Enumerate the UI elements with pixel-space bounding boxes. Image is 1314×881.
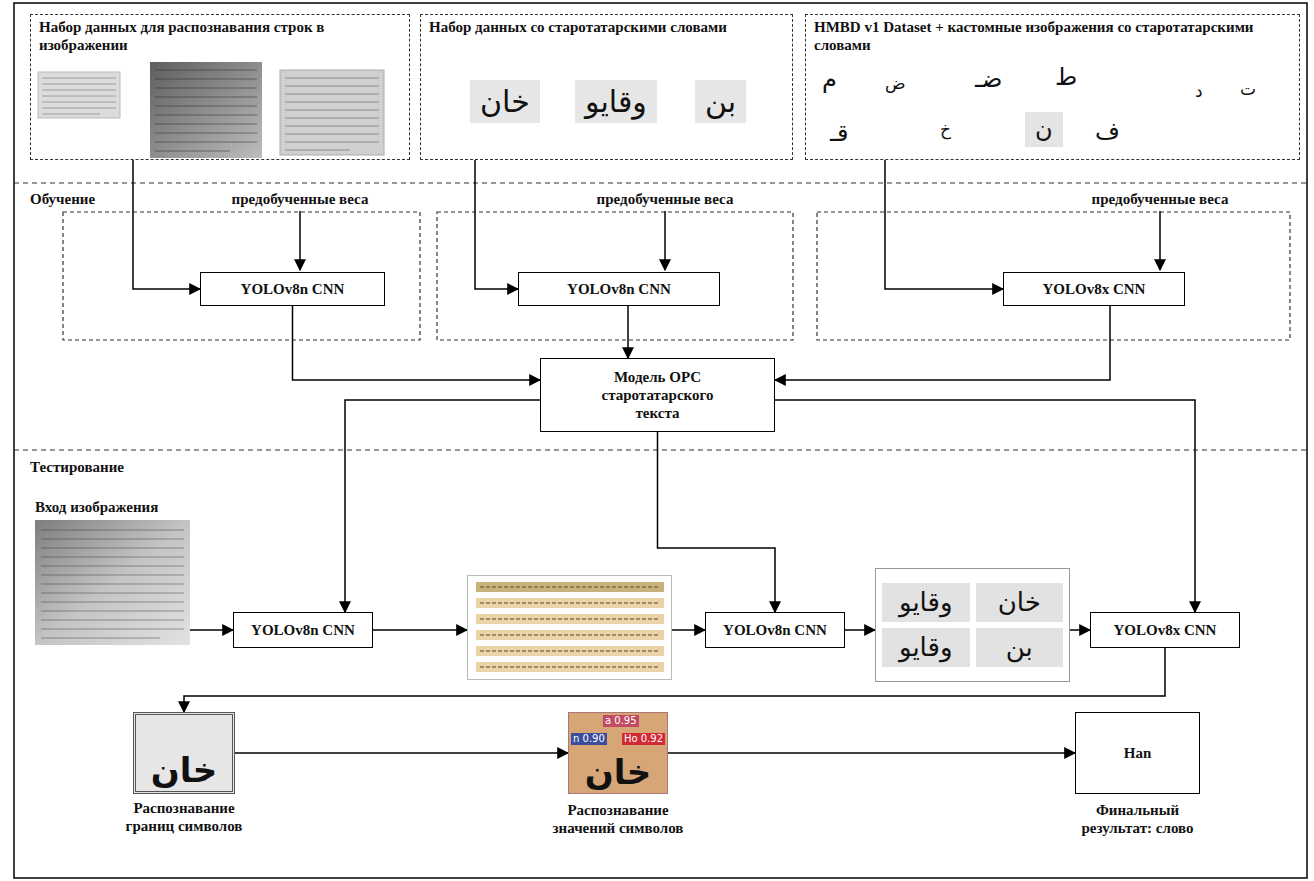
flow-arrow bbox=[475, 160, 518, 289]
arabic-word: خان bbox=[585, 752, 651, 793]
node-text: YOLOv8x CNN bbox=[1114, 621, 1217, 639]
word-sample: خان bbox=[470, 80, 540, 123]
flow-arrow bbox=[775, 306, 1110, 380]
word-crops-box: وقايوخانوقايوبن bbox=[875, 568, 1070, 682]
cnn-box: YOLOv8n CNN bbox=[705, 612, 845, 648]
weights-arrow bbox=[299, 211, 301, 270]
char-bounds-image: خانРаспознавание границ символов bbox=[133, 712, 235, 794]
flow-arrow bbox=[668, 752, 1075, 754]
result-box: HanФинальный результат: слово bbox=[1075, 712, 1200, 794]
section-divider bbox=[14, 182, 1307, 183]
word-sample: وقايو bbox=[575, 80, 657, 123]
model-box: Модель ОРС старотатарского текста bbox=[540, 358, 775, 432]
line-crop-script bbox=[480, 587, 660, 667]
flow-arrow bbox=[373, 629, 467, 631]
caption: Распознавание границ символов bbox=[109, 799, 259, 835]
node-text: YOLOv8n CNN bbox=[567, 280, 671, 298]
letter-sample: خ bbox=[940, 118, 951, 140]
flow-arrow bbox=[293, 306, 541, 380]
input-image: Вход изображения bbox=[35, 520, 190, 645]
thumbnail-lines bbox=[42, 78, 116, 114]
letter-sample: ض bbox=[885, 72, 906, 94]
letter-sample: م bbox=[822, 64, 837, 95]
arabic-word: وقايو bbox=[882, 628, 970, 667]
caption: Распознавание значений символов bbox=[543, 801, 693, 837]
line-crops-ground bbox=[467, 575, 672, 680]
node-text: YOLOv8x CNN bbox=[1043, 280, 1146, 298]
line-crops-box bbox=[467, 575, 672, 680]
flow-arrow bbox=[627, 306, 629, 358]
section-label: Тестирование bbox=[30, 458, 124, 476]
node-text: Набор данных со старотатарскими словами bbox=[429, 18, 784, 36]
flow-arrow bbox=[672, 629, 705, 631]
node-text: YOLOv8n CNN bbox=[251, 621, 355, 639]
weights-label: предобученные веса bbox=[1092, 190, 1229, 208]
flow-arrow bbox=[885, 160, 1003, 289]
confidence-chip: n 0.90 bbox=[571, 733, 607, 745]
manuscript-thumbnail bbox=[150, 62, 262, 158]
flow-arrow bbox=[235, 752, 568, 754]
cnn-box: YOLOv8x CNN bbox=[1090, 612, 1240, 648]
cnn-box: YOLOv8n CNN bbox=[200, 272, 385, 306]
letter-sample: ن bbox=[1025, 112, 1063, 147]
section-divider bbox=[14, 449, 1307, 450]
thumbnail-lines bbox=[285, 78, 379, 150]
letter-sample: قـ bbox=[830, 118, 849, 149]
node-text: Набор данных для распознавания строк в и… bbox=[39, 18, 401, 54]
char-values-image: n 0.90a 0.95Ho 0.92خانРаспознавание знач… bbox=[568, 712, 668, 794]
letter-sample: د bbox=[1195, 80, 1203, 102]
confidence-chip: Ho 0.92 bbox=[622, 733, 665, 745]
flow-arrow bbox=[190, 629, 233, 631]
caption: Вход изображения bbox=[35, 498, 158, 516]
input-manuscript bbox=[35, 520, 190, 645]
outer-frame bbox=[14, 3, 1307, 878]
flow-arrow bbox=[345, 400, 540, 612]
manuscript-thumbnail bbox=[280, 70, 384, 155]
node-text: HMBD v1 Dataset + кастомные изображения … bbox=[814, 18, 1291, 54]
weights-label: предобученные веса bbox=[232, 190, 369, 208]
letter-sample: ت bbox=[1240, 78, 1256, 100]
arabic-word: بن bbox=[976, 628, 1064, 667]
confidence-chip: a 0.95 bbox=[603, 715, 639, 727]
flow-arrow bbox=[845, 629, 875, 631]
cnn-box: YOLOv8x CNN bbox=[1003, 272, 1185, 306]
training-frame bbox=[63, 212, 420, 340]
training-frame bbox=[437, 212, 793, 340]
flow-arrow bbox=[658, 432, 776, 612]
flow-arrow bbox=[1070, 629, 1090, 631]
result-word: Han bbox=[1124, 744, 1152, 762]
node-text: Модель ОРС старотатарского текста bbox=[583, 368, 733, 422]
manuscript-lines bbox=[41, 530, 184, 638]
weights-label: предобученные веса bbox=[597, 190, 734, 208]
letter-sample: ضـ bbox=[975, 64, 1002, 95]
caption: Финальный результат: слово bbox=[1068, 801, 1208, 837]
weights-arrow bbox=[1159, 211, 1161, 270]
thumbnail-lines bbox=[155, 70, 257, 151]
node-text: YOLOv8n CNN bbox=[723, 621, 827, 639]
cnn-box: YOLOv8n CNN bbox=[233, 612, 373, 648]
dataset-box: Набор данных для распознавания строк в и… bbox=[30, 14, 410, 160]
arabic-word: وقايو bbox=[882, 583, 970, 622]
manuscript-thumbnail bbox=[38, 72, 120, 118]
letter-sample: ط bbox=[1055, 62, 1077, 93]
training-frame bbox=[817, 212, 1290, 340]
node-text: YOLOv8n CNN bbox=[241, 280, 345, 298]
cnn-box: YOLOv8n CNN bbox=[518, 272, 720, 306]
weights-arrow bbox=[664, 211, 666, 270]
letter-sample: ف bbox=[1095, 116, 1120, 147]
arabic-word: خان bbox=[976, 583, 1064, 622]
arabic-word: خان bbox=[151, 750, 217, 791]
flow-arrow bbox=[133, 160, 200, 289]
word-sample: بن bbox=[695, 80, 746, 123]
section-label: Обучение bbox=[30, 190, 95, 208]
